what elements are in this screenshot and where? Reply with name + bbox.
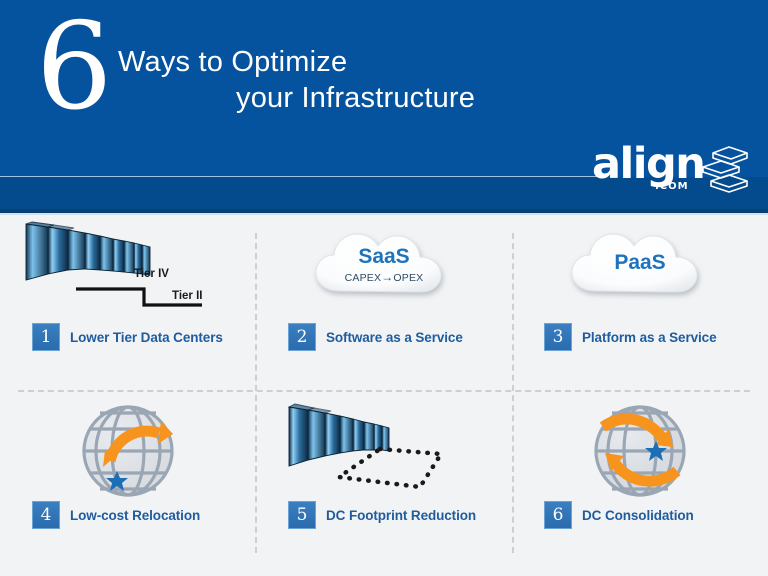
globe-single-arrow-icon xyxy=(82,405,174,497)
grid-horizontal-divider xyxy=(18,390,750,392)
grid-item-6-caption: 6 DC Consolidation xyxy=(544,501,694,529)
server-racks-tier-icon xyxy=(25,221,202,307)
grid-item-3-number: 3 xyxy=(544,323,572,351)
grid-item-1-number: 1 xyxy=(32,323,60,351)
header-bottom-highlight xyxy=(0,213,768,215)
grid-item-4-art xyxy=(0,399,256,499)
grid-item-1[interactable]: Tier IV Tier II 1 Lower Tier Data Center… xyxy=(0,215,256,395)
headline-line-1: Ways to Optimize xyxy=(118,46,348,78)
headline-line-2: your Infrastructure xyxy=(236,82,476,114)
location-star-icon xyxy=(645,441,667,461)
grid-item-5-art xyxy=(256,399,512,499)
tier-high-label: Tier IV xyxy=(134,268,169,280)
grid-vertical-divider-2 xyxy=(512,233,514,553)
stacked-boxes-icon xyxy=(695,144,751,201)
grid-item-2-art: SaaS CAPEX→OPEX xyxy=(256,221,512,321)
grid-item-5-caption: 5 DC Footprint Reduction xyxy=(288,501,476,529)
header-divider-rule xyxy=(0,176,598,177)
grid-vertical-divider-1 xyxy=(255,233,257,553)
grid-item-2-number: 2 xyxy=(288,323,316,351)
grid-item-1-label: Lower Tier Data Centers xyxy=(70,329,223,345)
cloud-title-paas: PaaS xyxy=(614,251,666,274)
header-banner: 6 Ways to Optimize your Infrastructure a… xyxy=(0,0,768,213)
orange-arrow xyxy=(103,421,173,467)
grid-item-6-number: 6 xyxy=(544,501,572,529)
grid-item-2-label: Software as a Service xyxy=(326,329,463,345)
logo-wordmark: align xyxy=(592,139,706,189)
header-lower-band xyxy=(0,177,768,211)
grid-item-2[interactable]: SaaS CAPEX→OPEX 2 Software as a Service xyxy=(256,215,512,395)
header-band-shadow xyxy=(0,209,768,213)
grid-item-2-caption: 2 Software as a Service xyxy=(288,323,463,351)
orange-arrow-upper xyxy=(599,413,673,447)
grid-item-1-caption: 1 Lower Tier Data Centers xyxy=(32,323,223,351)
grid-item-1-art: Tier IV Tier II xyxy=(0,221,256,321)
grid-item-4-label: Low-cost Relocation xyxy=(70,507,201,523)
cloud-icon xyxy=(315,233,442,293)
capex-text: CAPEX xyxy=(344,272,382,284)
orange-arrow-lower xyxy=(605,453,681,487)
location-star-icon xyxy=(106,471,128,491)
grid-item-3-label: Platform as a Service xyxy=(582,329,717,345)
server-racks-dotted-footprint-icon xyxy=(287,403,445,490)
grid-item-3-caption: 3 Platform as a Service xyxy=(544,323,717,351)
grid-item-5[interactable]: 5 DC Footprint Reduction xyxy=(256,393,512,573)
logo-dotcom-text: .COM xyxy=(655,181,689,192)
grid-item-6-art xyxy=(512,399,768,499)
tier-low-label: Tier II xyxy=(172,290,203,302)
globe-double-arrow-icon xyxy=(594,405,686,497)
headline-title: Ways to Optimize your Infrastructure xyxy=(118,44,475,116)
align-logo: align .COM xyxy=(592,141,752,203)
opex-text: OPEX xyxy=(393,272,424,284)
cloud-title-saas: SaaS xyxy=(358,245,410,268)
grid-item-6-label: DC Consolidation xyxy=(582,507,694,523)
grid-item-5-number: 5 xyxy=(288,501,316,529)
grid-item-6[interactable]: 6 DC Consolidation xyxy=(512,393,768,573)
items-grid: Tier IV Tier II 1 Lower Tier Data Center… xyxy=(0,215,768,576)
grid-item-3[interactable]: PaaS 3 Platform as a Service xyxy=(512,215,768,395)
cloud-subtitle-capex-opex: CAPEX→OPEX xyxy=(304,270,464,284)
headline-number: 6 xyxy=(36,0,112,137)
grid-item-4-number: 4 xyxy=(32,501,60,529)
grid-item-4-caption: 4 Low-cost Relocation xyxy=(32,501,200,529)
arrow-icon: → xyxy=(381,270,394,284)
grid-item-5-label: DC Footprint Reduction xyxy=(326,507,477,523)
grid-item-3-art: PaaS xyxy=(512,221,768,321)
cloud-icon xyxy=(571,233,698,293)
grid-item-4[interactable]: 4 Low-cost Relocation xyxy=(0,393,256,573)
